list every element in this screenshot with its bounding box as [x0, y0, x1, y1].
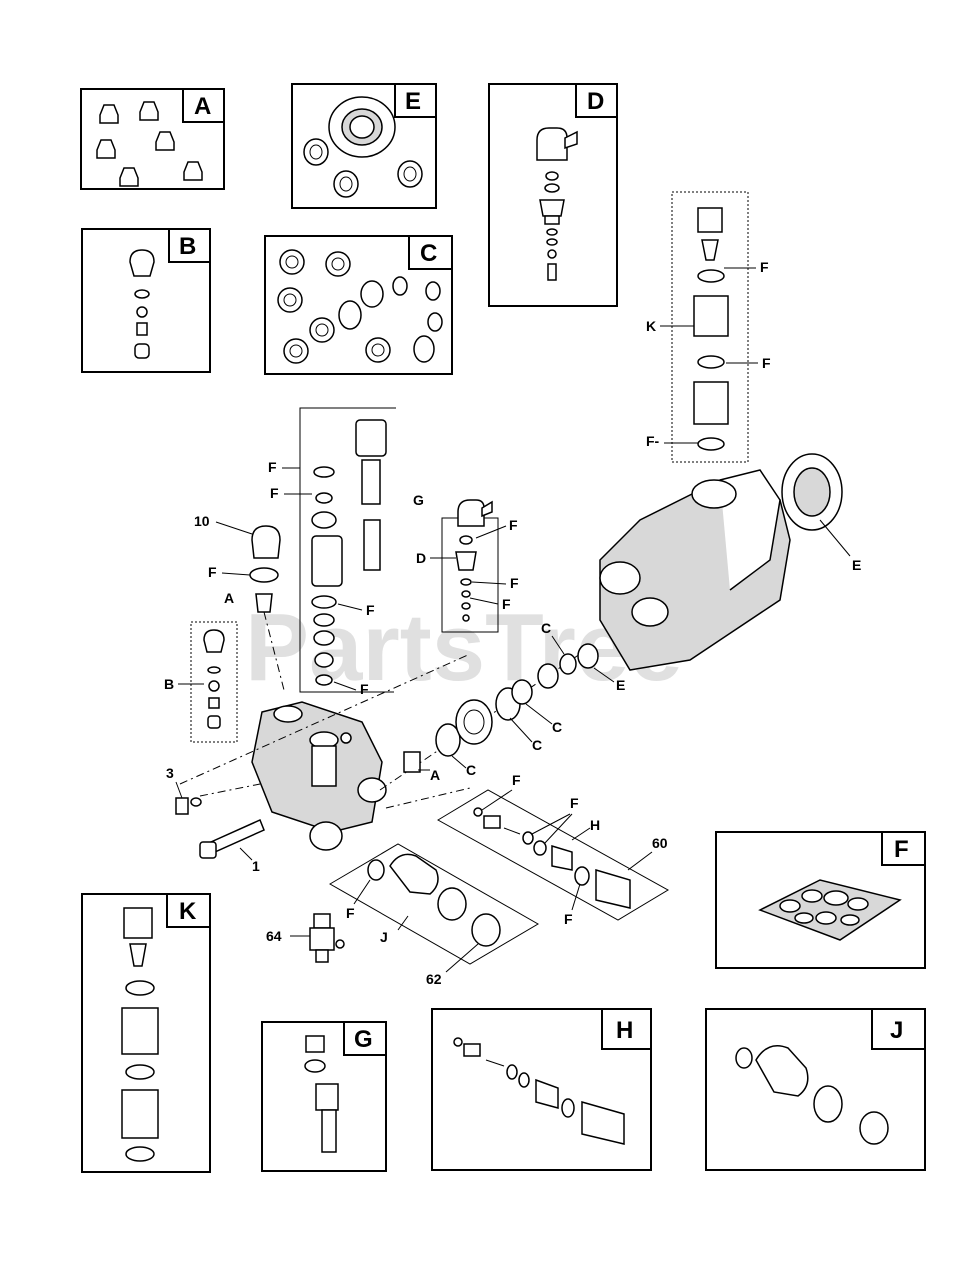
- callout-64: 64: [266, 928, 282, 944]
- callout-e: E: [616, 677, 625, 693]
- kit-h-panel[interactable]: H: [431, 1008, 652, 1171]
- kit-j-panel[interactable]: J: [705, 1008, 926, 1171]
- kit-g-panel[interactable]: G: [261, 1021, 387, 1172]
- bolt-3: [175, 797, 202, 815]
- callout-f: F: [570, 795, 579, 811]
- h-assembly: [437, 789, 669, 921]
- g-d-assembly: [441, 499, 499, 633]
- oil-seal-icons: [303, 96, 423, 198]
- kit-a-panel[interactable]: A: [80, 88, 225, 190]
- seal-chain: [403, 643, 599, 773]
- kit-k-icons: [121, 907, 159, 1162]
- callout-f: F: [270, 485, 279, 501]
- callout-f: F: [564, 911, 573, 927]
- callout-g: G: [413, 492, 424, 508]
- b-check-group: [190, 621, 238, 743]
- callout-62: 62: [426, 971, 442, 987]
- kit-f-label: F: [894, 836, 909, 863]
- callout-f: F: [360, 681, 369, 697]
- callout-f: F: [509, 517, 518, 533]
- callout-f: F: [502, 596, 511, 612]
- callout-e: E: [852, 557, 861, 573]
- left-plug-stack: [249, 525, 285, 691]
- callout-f: F: [268, 459, 277, 475]
- kit-g-icons: [304, 1035, 339, 1153]
- kit-h-label: H: [616, 1017, 633, 1044]
- kit-f-panel[interactable]: F: [715, 831, 926, 969]
- callout-c: C: [466, 762, 476, 778]
- kit-c-panel[interactable]: C: [264, 235, 453, 375]
- manifold: [251, 701, 387, 851]
- packing-seal-icons: [277, 249, 443, 364]
- callout-f-dash: F-: [646, 433, 660, 449]
- kit-b-panel[interactable]: B: [81, 228, 211, 373]
- kit-d-label: D: [587, 88, 604, 115]
- callout-f: F: [512, 772, 521, 788]
- check-valve-icons: [129, 249, 155, 359]
- callout-f: F: [510, 575, 519, 591]
- callout-h: H: [590, 817, 600, 833]
- kit-c-label: C: [420, 240, 437, 267]
- kit-h-icons: [453, 1037, 625, 1145]
- callout-60: 60: [652, 835, 668, 851]
- callout-f: F: [366, 602, 375, 618]
- kit-k-label: K: [179, 898, 197, 925]
- kit-j-icons: [735, 1045, 889, 1145]
- callout-f: F: [762, 355, 771, 371]
- kit-j-label: J: [890, 1017, 903, 1044]
- j-assembly: [329, 843, 539, 965]
- callout-1: 1: [252, 858, 260, 874]
- kit-g-label: G: [354, 1026, 373, 1053]
- unloader-icons: [536, 127, 578, 281]
- o-ring-sheet-icon: [758, 879, 902, 941]
- callout-j: J: [380, 929, 388, 945]
- callout-3: 3: [166, 765, 174, 781]
- callout-f: F: [346, 905, 355, 921]
- callout-c: C: [552, 719, 562, 735]
- kit-e-panel[interactable]: E: [291, 83, 437, 209]
- kit-k-upper-icons: [693, 207, 729, 451]
- kit-d-panel[interactable]: D: [488, 83, 618, 307]
- callout-b: B: [164, 676, 174, 692]
- kit-e-label: E: [405, 88, 421, 115]
- callout-a: A: [430, 767, 440, 783]
- kit-k-panel[interactable]: K: [81, 893, 211, 1173]
- kit-a-label: A: [194, 93, 211, 120]
- unloader-assembly: [299, 407, 396, 693]
- callout-10: 10: [194, 513, 210, 529]
- callout-f: F: [760, 259, 769, 275]
- callout-d: D: [416, 550, 426, 566]
- kit-k-upper-group[interactable]: F K F F-: [646, 191, 771, 463]
- callout-c: C: [532, 737, 542, 753]
- callout-a: A: [224, 590, 234, 606]
- kit-b-label: B: [179, 233, 196, 260]
- valve-cage-icons: [96, 101, 203, 187]
- callout-k: K: [646, 318, 656, 334]
- pump-crankcase: [599, 453, 843, 671]
- callout-c: C: [541, 620, 551, 636]
- part-64: [309, 913, 345, 963]
- bolt-1: [199, 818, 265, 859]
- callout-f: F: [208, 564, 217, 580]
